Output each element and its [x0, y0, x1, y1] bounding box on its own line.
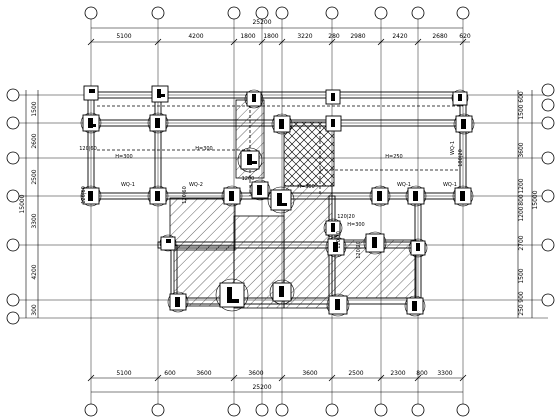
dim-right-2: 1500: [518, 104, 525, 119]
column-j2: [453, 113, 475, 135]
column-e6: [269, 279, 295, 305]
column-a1: [83, 85, 99, 101]
dim-bottom-4: 3600: [248, 370, 263, 377]
dim-right-5: 800: [518, 194, 525, 206]
dim-left-2: 2600: [31, 133, 38, 148]
dim-bottom-3: 3600: [196, 370, 211, 377]
column-b6: [167, 291, 189, 313]
dim-left-1: 1500: [31, 101, 38, 116]
width-label-d: 120|20: [336, 231, 342, 249]
height-label-b: H=300: [195, 146, 213, 152]
column-b4: [147, 185, 169, 207]
dim-right-8: 1500: [518, 268, 525, 283]
dim-bottom-2: 600: [164, 370, 176, 377]
column-e4: [267, 186, 295, 214]
dim-right-3: 3600: [518, 142, 525, 157]
wall-label-wq1-d: WQ-1: [450, 141, 456, 155]
dimension-lines: [25, 27, 533, 393]
dim-top-3: 1800: [240, 33, 255, 40]
dim-bottom-8: 800: [416, 370, 428, 377]
top-dimension-text: 25200 5100 4200 1800 1800 3220 280 2980 …: [116, 19, 471, 40]
column-g5: [325, 236, 347, 258]
dim-left-3: 2500: [31, 169, 38, 184]
dim-right-1: 600: [518, 91, 525, 103]
wall-label-wq1-a: WQ-1: [121, 182, 135, 188]
annotation-text: WQ-1 WQ-2 WQ-1 WQ-1 WQ-1 H=300 H=300 H=2…: [79, 141, 464, 259]
column-j4: [452, 185, 474, 207]
dim-bottom-6: 2500: [348, 370, 363, 377]
dim-right-10: 250: [518, 304, 525, 316]
column-f2: [325, 115, 342, 132]
vertical-grid-lines: [90, 12, 464, 410]
width-label-b: 120|60: [81, 186, 87, 204]
dim-right-4: 1200: [518, 178, 525, 193]
dim-bottom-9: 3300: [437, 370, 452, 377]
column-i5: [408, 238, 428, 258]
wall-label-wq1-c: WQ-1: [443, 182, 457, 188]
column-i6: [404, 295, 426, 317]
column-g5a: [323, 218, 343, 238]
height-label-a: H=300: [115, 154, 133, 160]
column-h4: [369, 185, 391, 207]
dim-left-outer: 15000: [19, 194, 26, 213]
dim-top-2: 4200: [188, 33, 203, 40]
height-label-d: H=300: [297, 184, 315, 190]
dim-top-9: 2680: [432, 33, 447, 40]
dim-top-total: 25200: [252, 19, 271, 26]
dim-top-6: 280: [328, 33, 340, 40]
dim-bottom-5: 3600: [302, 370, 317, 377]
dim-top-1: 5100: [116, 33, 131, 40]
column-b1: [151, 85, 169, 103]
column-b2: [147, 112, 169, 134]
column-j1: [451, 89, 469, 107]
dim-top-5: 3220: [297, 33, 312, 40]
width-label-c: 120|60: [182, 186, 188, 204]
bottom-dimension-text: 5100 600 3600 3600 3600 2500 2300 800 33…: [116, 370, 452, 391]
dim-bottom-7: 2300: [390, 370, 405, 377]
wall-label-wq1-b: WQ-1: [397, 182, 411, 188]
column-c6: [215, 278, 249, 312]
column-d1: [244, 89, 264, 109]
axis-bubbles-left: [6, 88, 20, 325]
column-c4: [221, 185, 243, 207]
dim-top-7: 2980: [350, 33, 365, 40]
dim-left-4: 3300: [31, 213, 38, 228]
column-e2: [271, 113, 293, 135]
dim-bottom-total: 25200: [252, 384, 271, 391]
left-dimension-text: 1500 2600 2500 3300 4200 300 15000: [19, 101, 38, 316]
dim-left-6: 300: [31, 304, 38, 316]
dim-right-9: 900: [518, 291, 525, 303]
column-g6: [326, 293, 350, 317]
column-b5: [159, 234, 177, 252]
axis-bubbles-right: [541, 83, 555, 307]
width-label-g: 1200: [242, 176, 255, 182]
width-label-e: 120|20: [337, 214, 355, 220]
right-dimension-text: 600 1500 3600 1200 800 1200 2700 1500 90…: [518, 91, 539, 316]
width-label-h: 120|20: [356, 241, 362, 259]
column-a4: [80, 185, 102, 207]
column-h5: [363, 231, 387, 255]
axis-bubbles-top: [84, 6, 470, 20]
dim-top-8: 2420: [392, 33, 407, 40]
dim-top-4: 1800: [263, 33, 278, 40]
height-label-c: H=250: [385, 154, 403, 160]
dim-right-6: 1200: [518, 206, 525, 221]
columns: [80, 85, 475, 317]
dim-bottom-1: 5100: [116, 370, 131, 377]
column-f1: [325, 89, 341, 105]
dim-left-5: 4200: [31, 264, 38, 279]
width-label-f: 180|20: [458, 149, 464, 167]
dim-right-outer: 15000: [532, 190, 539, 209]
column-d3: [237, 147, 263, 173]
dim-right-7: 2700: [518, 235, 525, 250]
width-label-a: 120|60: [79, 146, 97, 152]
column-d4: [249, 179, 271, 201]
column-a2: [80, 112, 102, 134]
axis-bubbles-bottom: [84, 403, 470, 417]
dim-top-10: 620: [459, 33, 471, 40]
column-i4: [405, 185, 427, 207]
wall-label-wq2: WQ-2: [189, 182, 203, 188]
height-label-e: H=300: [347, 222, 365, 228]
